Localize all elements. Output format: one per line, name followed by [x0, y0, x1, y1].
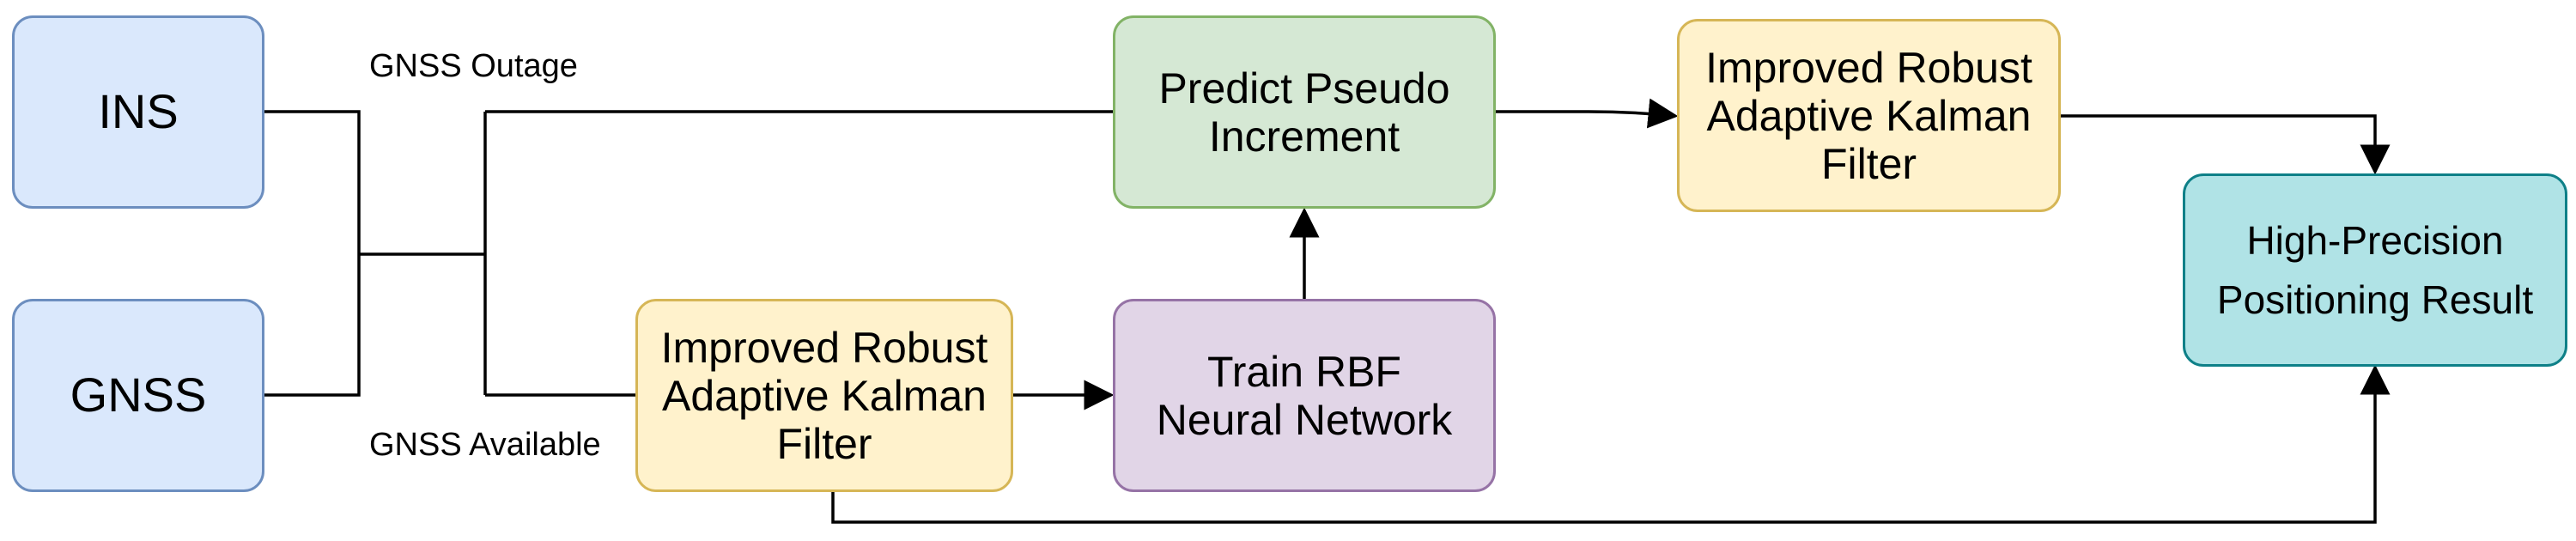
rakf-bottom-node-label: Improved Robust Adaptive Kalman Filter	[660, 323, 988, 468]
rbf-node-label: Train RBF Neural Network	[1156, 347, 1453, 444]
gnss-available-label: GNSS Available	[369, 427, 601, 463]
predict-node-label: Predict Pseudo Increment	[1158, 64, 1450, 161]
positioning-result-node: High-Precision Positioning Result	[2183, 173, 2567, 367]
gnss-outage-label: GNSS Outage	[369, 48, 578, 84]
gnss-node-label: GNSS	[70, 368, 207, 422]
ins-merge-line	[264, 110, 361, 254]
predict-to-rakf-arrow	[1496, 98, 1679, 129]
ins-node-label: INS	[98, 84, 179, 139]
rakf-top-node-label: Improved Robust Adaptive Kalman Filter	[1705, 43, 2032, 188]
gnss-merge-line	[264, 254, 361, 397]
train-rbf-node: Train RBF Neural Network	[1113, 299, 1496, 492]
result-node-label: High-Precision Positioning Result	[2216, 217, 2534, 322]
rakf-to-result-arrow	[2061, 114, 2391, 175]
ins-node: INS	[12, 15, 264, 209]
rakf-bottom-to-result-arrow	[831, 364, 2391, 524]
rakf-bottom-node: Improved Robust Adaptive Kalman Filter	[635, 299, 1013, 492]
gnss-node: GNSS	[12, 299, 264, 492]
rakf-top-node: Improved Robust Adaptive Kalman Filter	[1677, 19, 2061, 212]
predict-pseudo-increment-node: Predict Pseudo Increment	[1113, 15, 1496, 209]
